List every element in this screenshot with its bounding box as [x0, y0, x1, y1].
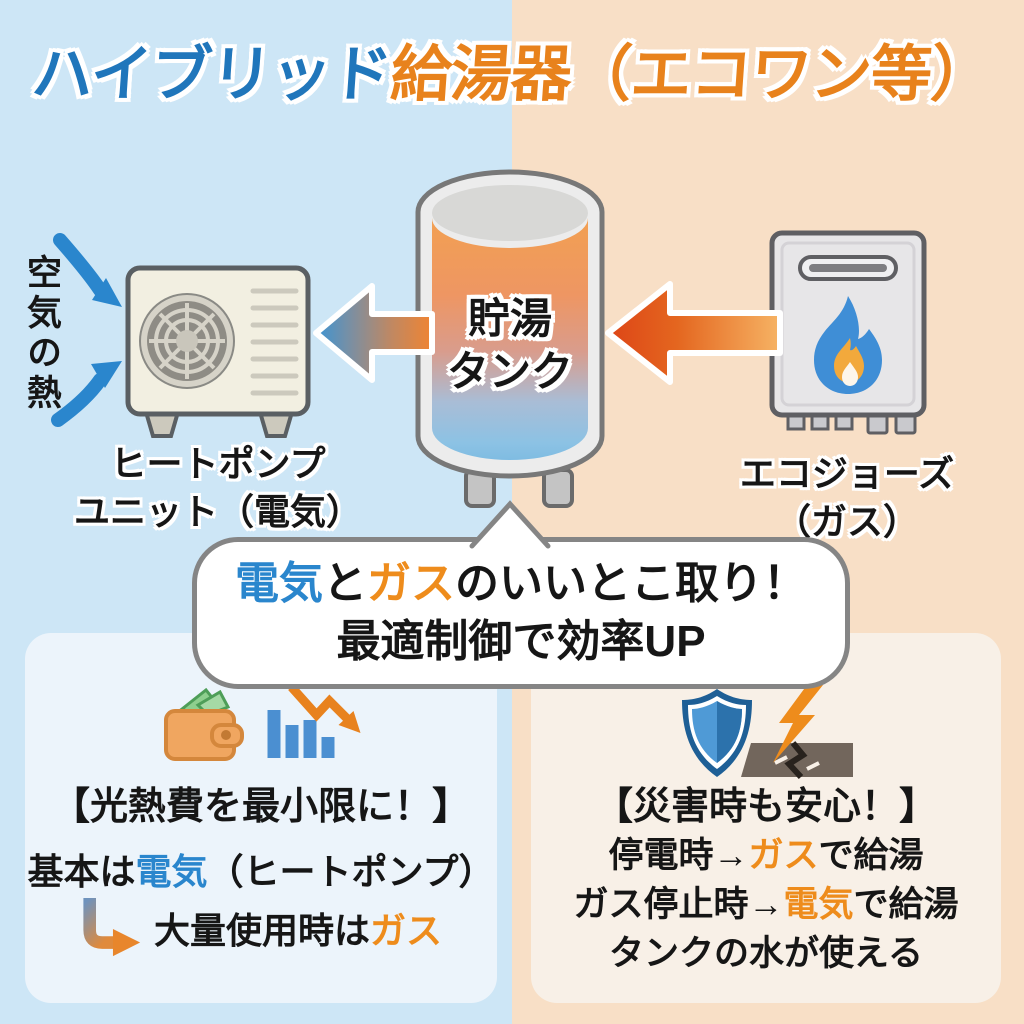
wallet-icon	[164, 687, 244, 761]
branch-arrow-icon	[83, 897, 141, 957]
heat-pump-label: ヒートポンプ ユニット（電気）	[73, 443, 362, 532]
gas-unit-label: エコジョーズ （ガス）	[739, 453, 955, 542]
cost-icons	[25, 683, 497, 765]
disaster-lines: 停電時→ガスで給湯 ガス停止時→電気で給湯 タンクの水が使える	[531, 831, 1001, 978]
disaster-icons	[531, 683, 1001, 781]
air-heat-label: 空気の熱	[22, 254, 61, 414]
cracked-ground-icon	[741, 741, 853, 780]
cost-heading: 【光熱費を最小限に！】	[51, 786, 470, 828]
gas-word: ガス	[748, 836, 819, 875]
title-orange-part: 給湯器（エコワン等）	[388, 40, 994, 108]
disaster-line1: 停電時→ガスで給湯	[608, 836, 924, 875]
speech-bubble: 電気とガスのいいとこ取り！ 最適制御で効率UP	[192, 537, 850, 689]
tank-label: 貯湯 タンク	[446, 295, 573, 395]
shield-icon	[682, 689, 752, 777]
disaster-heading: 【災害時も安心！】	[594, 786, 937, 828]
disaster-benefit-box: 【災害時も安心！】 停電時→ガスで給湯 ガス停止時→電気で給湯 タンクの水が使え…	[531, 633, 1001, 1003]
electric-word: 電気	[135, 851, 208, 892]
cost-line2: 大量使用時はガス	[25, 897, 497, 959]
cost-benefit-box: 【光熱費を最小限に！】 基本は電気（ヒートポンプ） 大量使用時はガス	[25, 633, 497, 1003]
chart-down-icon	[267, 684, 361, 758]
disaster-icon-group	[682, 685, 853, 780]
disaster-line2: ガス停止時→電気で給湯	[573, 885, 959, 924]
cost-line1: 基本は電気（ヒートポンプ）	[27, 851, 495, 892]
lightning-icon	[773, 685, 823, 763]
gas-word: ガス	[367, 558, 455, 608]
gas-word: ガス	[370, 910, 443, 951]
page-title: ハイブリッド給湯器（エコワン等）	[0, 24, 1024, 113]
disaster-line3: タンクの水が使える	[609, 934, 923, 973]
bubble-line1: 電気とガスのいいとこ取り！	[235, 558, 807, 608]
cost-line2-text: 大量使用時はガス	[153, 910, 443, 951]
electric-word: 電気	[235, 558, 323, 608]
title-blue-part: ハイブリッド	[29, 40, 394, 108]
bubble-line2: 最適制御で効率UP	[336, 617, 706, 666]
electric-word: 電気	[783, 885, 854, 924]
